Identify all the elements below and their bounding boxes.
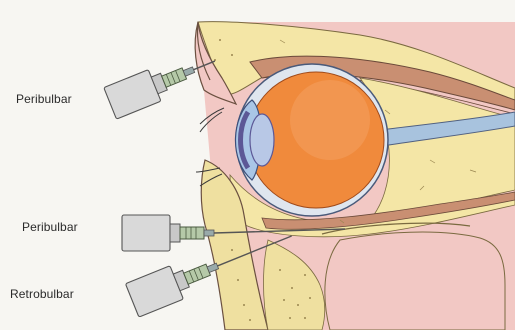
- maxillary-sinus: [325, 232, 505, 330]
- globe-highlight: [290, 80, 370, 160]
- label-peribulbar-top: Peribulbar: [16, 92, 72, 106]
- label-retrobulbar: Retrobulbar: [10, 287, 74, 301]
- lens: [250, 114, 274, 166]
- label-peribulbar-middle: Peribulbar: [22, 220, 78, 234]
